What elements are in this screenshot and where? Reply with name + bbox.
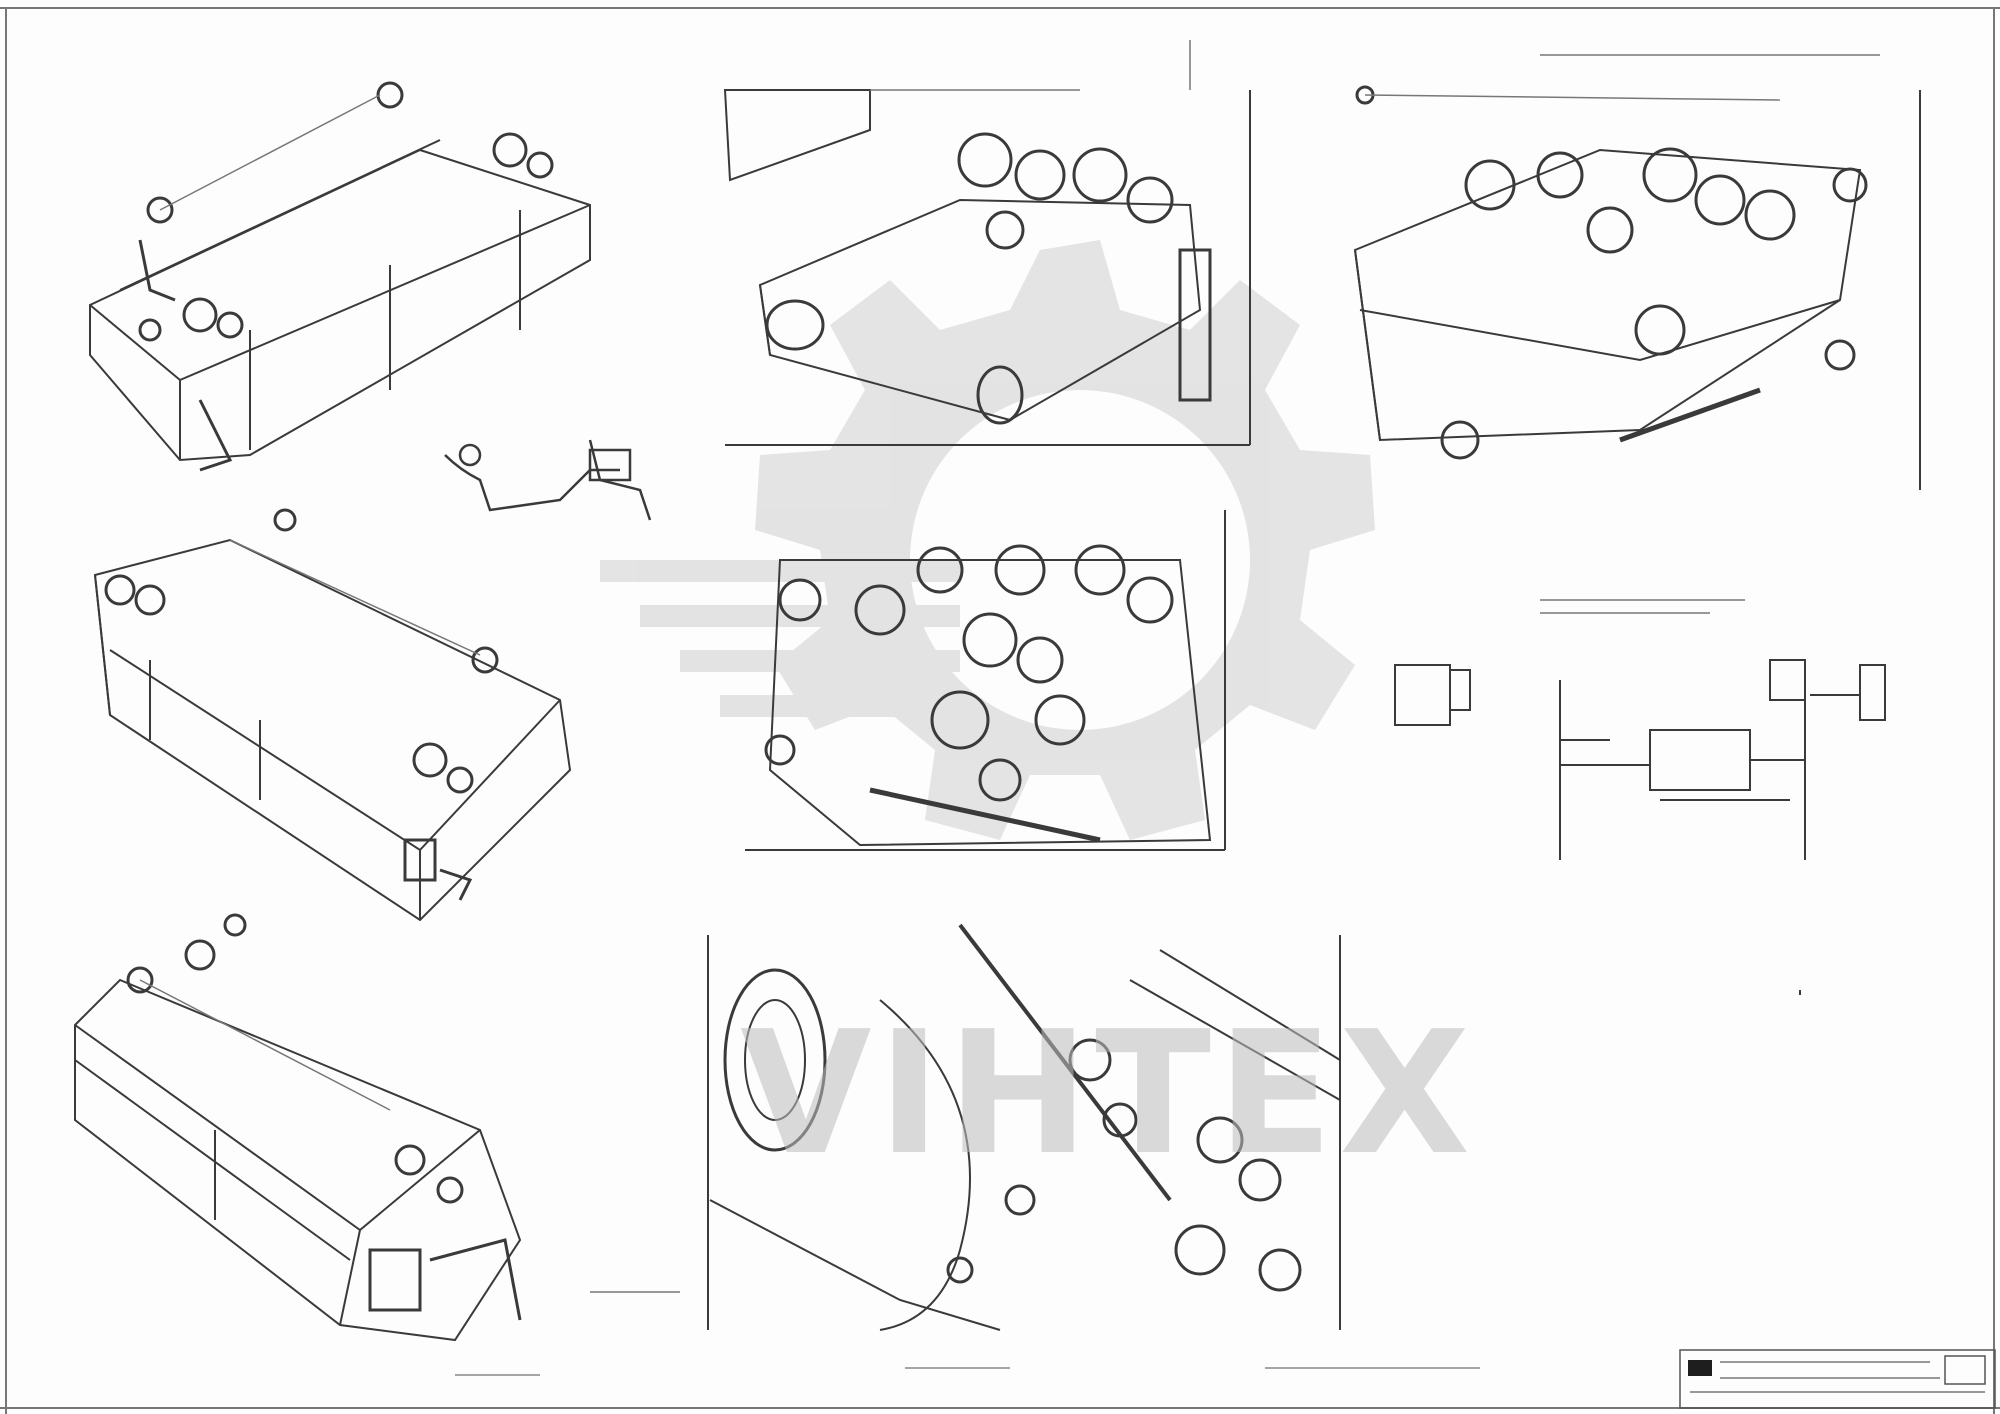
view-rail-middle-left <box>93 508 572 922</box>
view-hose-detail <box>444 439 652 521</box>
view-rail-top-left <box>89 81 591 472</box>
bottom-annotations <box>455 1367 1480 1376</box>
view-rail-bottom-left <box>74 913 522 1342</box>
view-pump-top-right <box>1353 54 1921 490</box>
watermark-gear-icon <box>600 240 1375 840</box>
view-mounting-bottom-center <box>590 923 1341 1331</box>
view-pump-top-center <box>723 40 1251 446</box>
watermark-text: VIHTEX <box>740 995 1477 1193</box>
view-hydraulic-schematic <box>1394 599 1886 995</box>
title-block <box>1679 1349 1996 1409</box>
sheet-border <box>0 7 2000 1414</box>
view-pump-center <box>745 510 1226 851</box>
fitting-cluster <box>138 81 554 472</box>
